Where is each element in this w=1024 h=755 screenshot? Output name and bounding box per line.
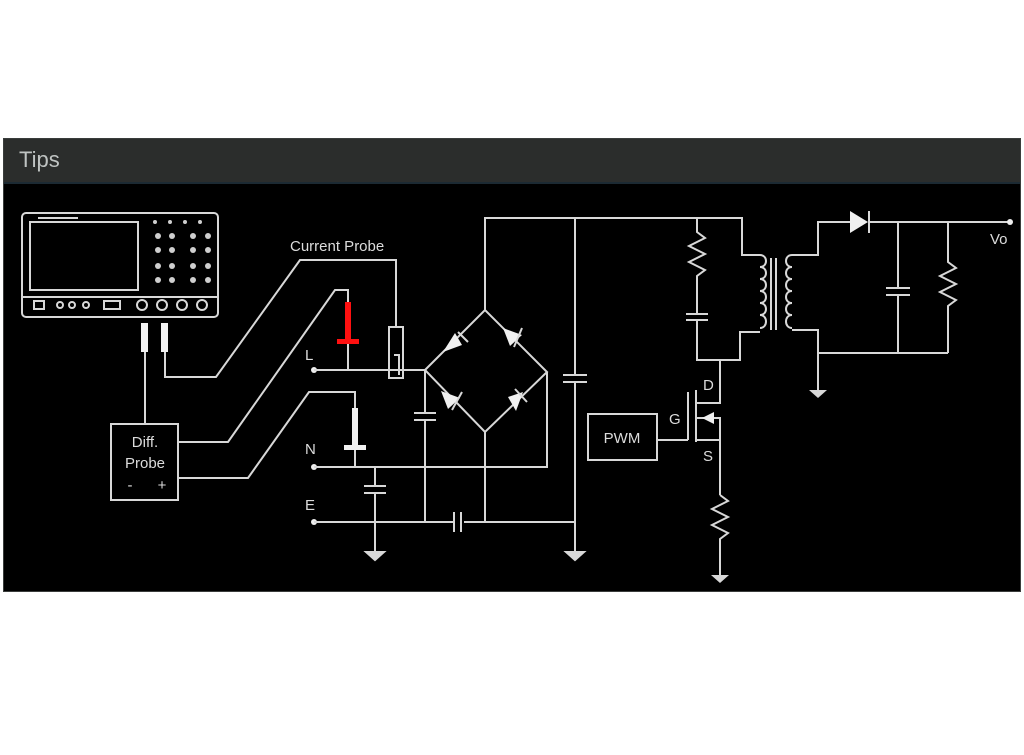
probe-tip-white [344, 408, 366, 467]
output-diode [850, 211, 870, 233]
oscilloscope-icon [21, 212, 219, 318]
output-label: Vo [990, 231, 1008, 248]
probe-plug-minus [141, 323, 148, 352]
pwm-label: PWM [604, 430, 641, 447]
diff-probe-box: Diff. Probe - + [110, 423, 179, 501]
panel-title: Tips [19, 147, 60, 172]
diff-probe-minus: - [128, 477, 133, 494]
input-wires [314, 217, 760, 562]
diff-probe-plus: + [158, 477, 167, 494]
diff-probe-label: Diff. [132, 434, 158, 451]
probe-tip-red [337, 302, 359, 370]
mosfet [657, 390, 731, 575]
output-terminal [1007, 219, 1013, 225]
current-probe-clamp [388, 326, 404, 379]
bridge-rectifier [423, 308, 549, 434]
panel-header: Tips [4, 139, 1020, 184]
pwm-box: PWM [587, 413, 658, 461]
terminal-e-label: E [305, 497, 315, 514]
terminal-n-label: N [305, 441, 316, 458]
terminal-l-label: L [305, 347, 313, 364]
probe-wires [144, 259, 397, 479]
snubber-rc [686, 218, 760, 404]
gate-label: G [669, 411, 681, 428]
source-label: S [703, 448, 713, 465]
drain-label: D [703, 377, 714, 394]
current-probe-label: Current Probe [290, 238, 384, 255]
diff-probe-label-2: Probe [125, 455, 165, 472]
probe-plug-plus [161, 323, 168, 352]
transformer [759, 221, 1010, 390]
